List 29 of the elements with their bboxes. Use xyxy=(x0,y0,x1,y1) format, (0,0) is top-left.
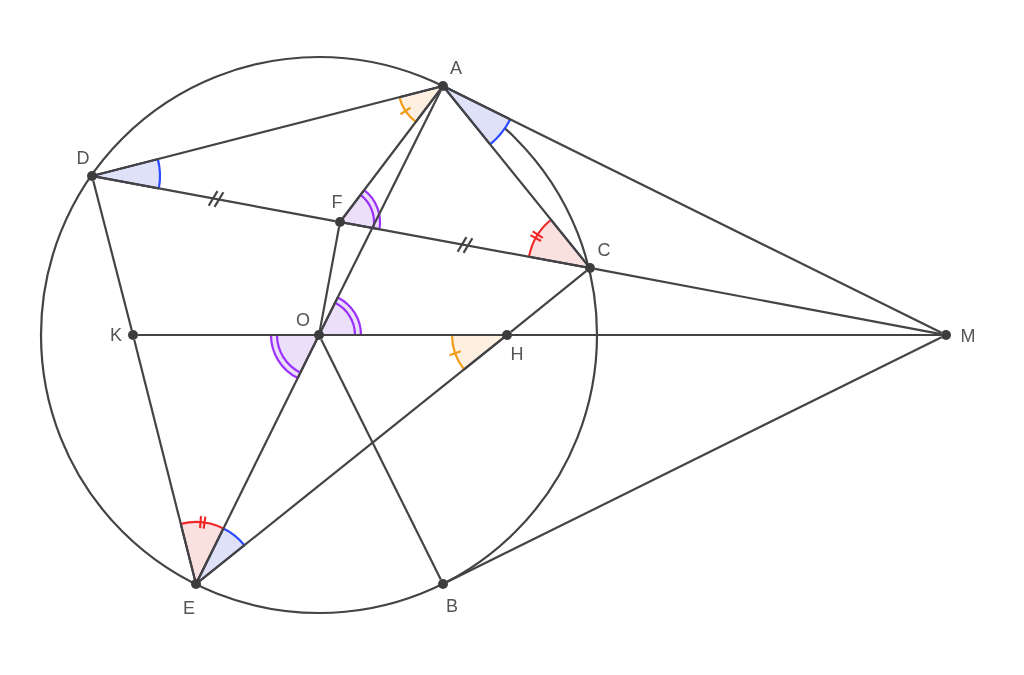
line-segment xyxy=(199,337,504,582)
line-segment xyxy=(320,90,442,331)
line-segment xyxy=(512,333,941,337)
line-segment xyxy=(342,89,441,219)
point-label: A xyxy=(450,59,462,77)
line-segment xyxy=(447,336,942,583)
line-segment xyxy=(318,226,341,331)
line-segment xyxy=(447,87,942,334)
point-label: E xyxy=(183,599,195,617)
point-label: K xyxy=(110,326,122,344)
line-segment xyxy=(594,267,942,336)
line-segment xyxy=(197,339,318,580)
line-segment xyxy=(320,339,442,580)
line-segment xyxy=(133,339,196,580)
point-label: C xyxy=(597,241,611,259)
line-segment xyxy=(510,270,587,333)
line-segment xyxy=(445,89,588,265)
line-segment xyxy=(138,333,314,337)
point-label: D xyxy=(76,149,90,167)
point-label: B xyxy=(446,597,458,615)
point-label: H xyxy=(510,345,524,363)
line-segment xyxy=(96,86,439,176)
line-segment xyxy=(324,333,502,337)
line-segment xyxy=(92,180,133,331)
line-segment xyxy=(96,175,336,223)
line-segment xyxy=(344,221,586,269)
point-label: O xyxy=(296,311,310,329)
point-label: F xyxy=(331,193,343,211)
point-label: M xyxy=(960,327,976,345)
